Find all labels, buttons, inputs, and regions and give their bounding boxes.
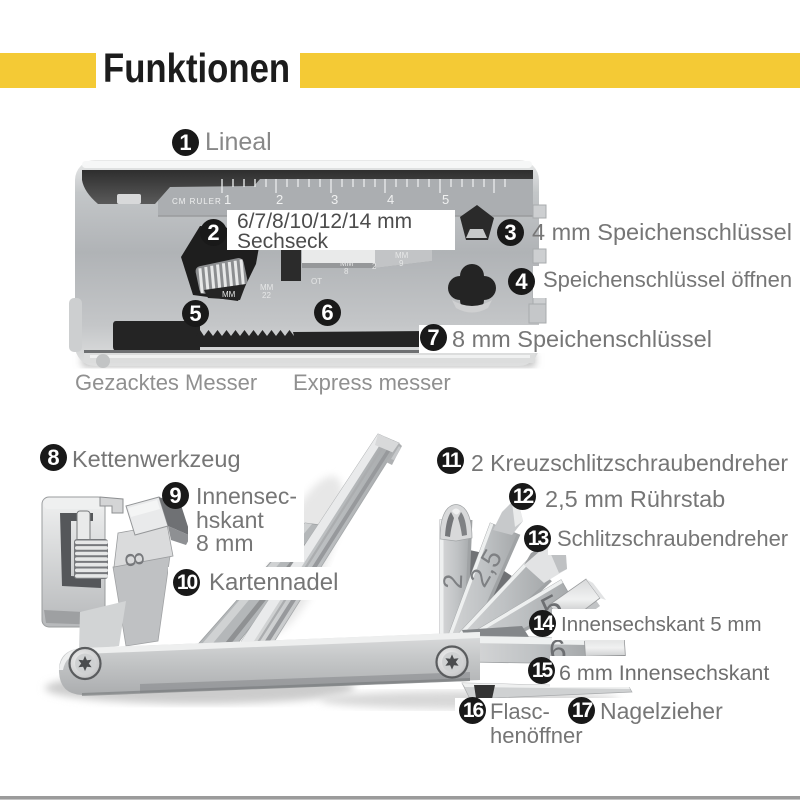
svg-text:8: 8 (119, 550, 151, 569)
svg-text:1: 1 (224, 192, 231, 207)
svg-text:2: 2 (276, 192, 283, 207)
svg-text:2: 2 (372, 262, 377, 271)
svg-text:MM: MM (222, 290, 236, 299)
svg-text:22: 22 (262, 291, 271, 300)
svg-text:MM: MM (340, 259, 354, 268)
svg-text:CM RULER: CM RULER (172, 197, 222, 206)
svg-text:OT: OT (311, 277, 322, 286)
svg-text:3: 3 (331, 192, 338, 207)
svg-text:4: 4 (387, 192, 394, 207)
svg-text:9: 9 (399, 259, 404, 268)
svg-text:MM: MM (260, 283, 274, 292)
svg-text:MM: MM (395, 251, 409, 260)
svg-text:5: 5 (442, 192, 449, 207)
svg-text:8: 8 (344, 267, 349, 276)
svg-text:2: 2 (438, 573, 469, 589)
